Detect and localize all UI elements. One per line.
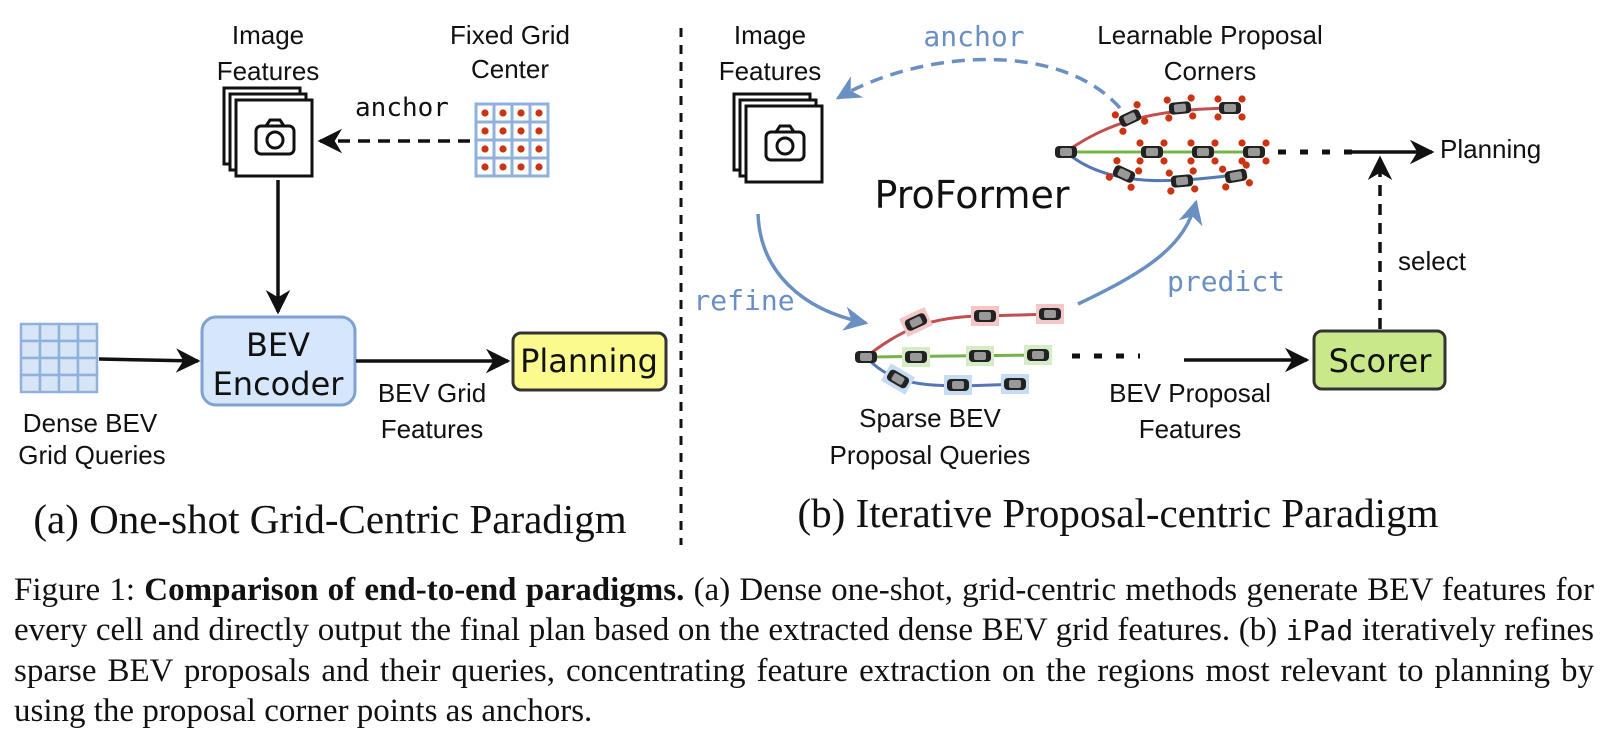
proformer-label: ProFormer [874,173,1069,217]
image-features-label-b-2: Features [719,56,822,86]
image-features-label-a-1: Image [232,20,304,50]
predict-arrow [1077,199,1203,306]
learnable-proposal-corners [1055,94,1270,195]
image-features-label-a-2: Features [217,56,320,86]
subtitle-b: (b) Iterative Proposal-centric Paradigm [798,490,1439,536]
corners-label-1: Learnable Proposal [1097,20,1323,50]
predict-label: predict [1167,265,1285,298]
caption-text-1: (a) Dense one-shot, grid-centric methods… [14,572,1595,648]
refine-arrow [756,213,869,331]
caption-mono: iPad [1285,614,1354,647]
fixed-grid-label-2: Center [471,54,549,84]
planning-label-b: Planning [1440,134,1541,164]
caption-bold: Comparison of end-to-end paradigms. [144,572,685,608]
figure-caption: Figure 1: Comparison of end-to-end parad… [14,570,1594,731]
fixed-grid-icon [474,102,550,178]
anchor-label-b: anchor [923,20,1024,53]
scorer-box [1312,329,1447,391]
refine-label: refine [693,284,794,317]
corners-label-2: Corners [1164,56,1256,86]
image-features-label-b-1: Image [734,20,806,50]
anchor-arrow-b [835,57,1122,110]
bev-encoder-box [200,315,357,407]
sparse-queries-label-2: Proposal Queries [830,440,1031,470]
subtitle-a: (a) One-shot Grid-Centric Paradigm [33,496,626,542]
camera-icon [222,86,314,178]
proposal-features-label-1: BEV Proposal [1109,378,1271,408]
bev-encoder-label-2: Encoder [213,365,345,403]
planning-label-a: Planning [520,342,658,380]
anchor-label-a: anchor [355,93,449,123]
proposal-features-label-2: Features [1139,414,1242,444]
dense-queries-label-2: Grid Queries [18,440,165,470]
bev-encoder-label-1: BEV [246,326,310,364]
fixed-grid-label-1: Fixed Grid [450,20,570,50]
dense-grid-icon [19,322,99,394]
panel-b: Image Features anchor Learnable Proposal… [693,20,1541,536]
sparse-proposal-queries [855,304,1064,395]
planning-box-a [511,331,668,392]
camera-icon [732,92,824,184]
panel-a: Image Features Fixed Grid Center anchor … [18,20,668,542]
sparse-queries-label-1: Sparse BEV [859,403,1001,433]
caption-text-2: iteratively refines sparse BEV proposals… [14,612,1595,729]
grid-features-label-1: BEV Grid [378,378,486,408]
dense-queries-label-1: Dense BEV [23,408,158,438]
grid-features-label-2: Features [381,414,484,444]
queries-to-encoder-arrow [98,348,201,373]
select-label: select [1398,246,1467,276]
caption-label: Figure 1: [14,572,136,608]
figure-diagram: Image Features Fixed Grid Center anchor … [18,20,1541,545]
scorer-label: Scorer [1329,342,1433,380]
